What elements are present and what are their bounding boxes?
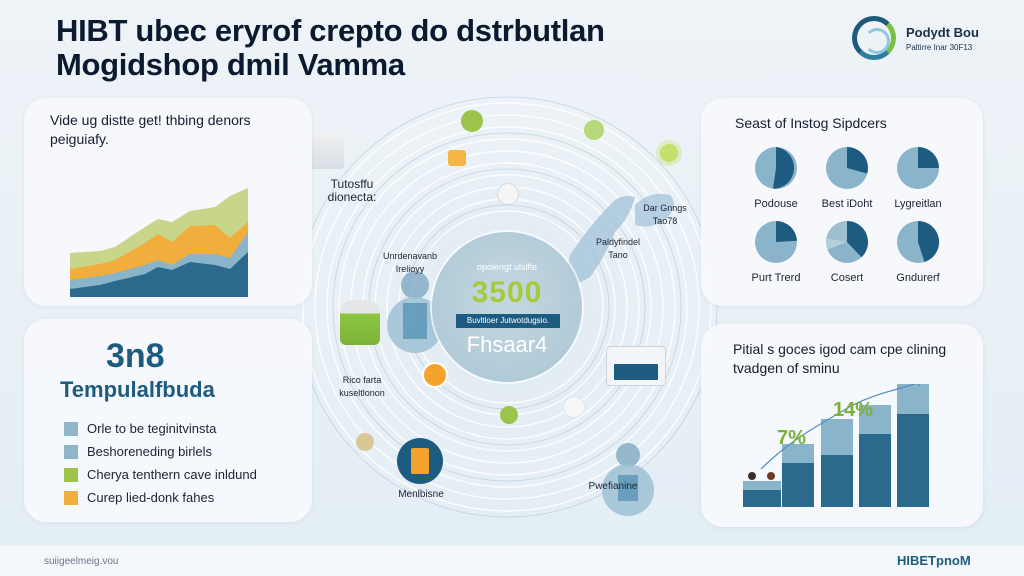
big-label: Tempulalfbuda [60, 377, 215, 402]
pie-chart [826, 221, 869, 263]
legend-item: Curep lied-donk fahes [64, 486, 257, 509]
legend-label: Curep lied-donk fahes [87, 490, 215, 505]
pie-chart [755, 220, 797, 263]
brand-tagline: Paltirre Inar 30F13 [906, 42, 973, 52]
pie-label: Podouse [754, 198, 798, 210]
node-badge-icon [584, 120, 604, 140]
node-orange-circle-icon [422, 362, 448, 388]
node-green-icon [461, 110, 483, 132]
pie-label: Gndurerf [896, 272, 940, 284]
area-layer-darkblue [70, 252, 248, 297]
node-pot-plant-icon [340, 300, 380, 345]
scene-label-top-left: Tutosffu dionecta: [327, 177, 377, 204]
legend-card: 3n8 Tempulalfbuda Orle to be teginitvins… [24, 319, 312, 522]
pie-item: Podouse [741, 146, 811, 210]
title-line-2: Mogidshop dmil Vamma [56, 47, 405, 82]
node-small-avatar-icon [563, 396, 585, 418]
hub-caption: opolengt ulslfle [476, 262, 538, 272]
pie-grid: Podouse Best iDoht Lygreitlan Purt Trerd [741, 146, 953, 284]
pie-label: Best iDoht [821, 198, 873, 210]
brand-ring-icon [852, 16, 896, 60]
hub-band: Buvltloer Jutwotdugsio. [456, 314, 560, 328]
pie-item: Cosert [812, 220, 882, 284]
footer-brand: HIBETpnoM [897, 553, 971, 568]
scene-label-mid-left: Unrdenavanb Irelioyy [382, 251, 438, 274]
page-title: HIBT ubec eryrof crepto do dstrbutlan Mo… [56, 14, 605, 82]
hub-word: Fhsaar4 [466, 332, 548, 357]
legend-list: Orle to be teginitvinsta Beshoreneding b… [64, 417, 257, 509]
stacked-bar-chart: 7% 14% [743, 384, 929, 507]
hub-number: 3500 [471, 276, 543, 309]
footer: suiigeelmeig.vou HIBETpnoM [0, 546, 1024, 576]
legend-swatch-icon [64, 467, 78, 482]
sun-icon [660, 144, 678, 162]
pie-item: Gndurerf [883, 220, 953, 284]
scene-label-mid-right: Paldyfindel Tano [595, 237, 641, 260]
node-orange-icon [448, 150, 466, 166]
central-hub: opolengt ulslfle 3500 Buvltloer Jutwotdu… [432, 232, 582, 382]
pie-chart [755, 147, 797, 189]
pie-charts-card: Seast of Instog Sipdcers Podouse Best iD… [701, 98, 983, 306]
brand-logo[interactable]: Podydt Bou Paltirre Inar 30F13 [852, 16, 979, 60]
node-coin-icon [356, 433, 374, 451]
scene-label-top-right: Dar Gnngs Tao78 [643, 203, 687, 226]
node-green-left-icon [500, 406, 518, 424]
legend-item: Cherya tenthern cave inldund [64, 463, 257, 486]
big-number: 3n8 [106, 337, 165, 375]
pie-label: Lygreitlan [894, 198, 942, 210]
brand-name: Podydt Bou [906, 24, 979, 40]
scene-label-bottom-mid: Menlbisne [398, 489, 444, 500]
legend-swatch-icon [64, 490, 78, 505]
node-orange-doc-icon [411, 448, 429, 474]
pie-label: Cosert [830, 272, 864, 284]
legend-label: Beshoreneding birlels [87, 444, 213, 459]
pie-item: Lygreitlan [883, 146, 953, 210]
scene-label-bottom-left: Rico farta kuseltlonon [339, 375, 385, 398]
annotation-14pct: 14% [833, 399, 873, 421]
node-avatar-icon [497, 183, 519, 205]
legend-item: Beshoreneding birlels [64, 440, 257, 463]
bar-chart-card: Pitial s goces igod cam cpe clining tvad… [701, 324, 983, 527]
footer-link[interactable]: suiigeelmeig.vou [44, 556, 119, 567]
pie-item: Best iDoht [812, 146, 882, 210]
pie-card-title: Seast of Instog Sipdcers [735, 115, 887, 131]
pie-chart [897, 147, 939, 189]
pie-item: Purt Trerd [741, 220, 811, 284]
area-chart-title: Vide ug distte get! thbing denors peigui… [50, 112, 251, 147]
legend-label: Orle to be teginitvinsta [87, 421, 217, 436]
pie-chart [826, 147, 868, 189]
pie-chart [897, 220, 940, 263]
legend-label: Cherya tenthern cave inldund [87, 467, 257, 482]
stacked-area-chart [70, 188, 248, 297]
legend-swatch-icon [64, 444, 78, 459]
pie-label: Purt Trerd [751, 272, 801, 284]
bar-card-title: Pitial s goces igod cam cpe clining tvad… [733, 341, 947, 376]
title-line-1: HIBT ubec eryrof crepto do dstrbutlan [56, 13, 605, 48]
laptop-screen-icon [614, 364, 658, 380]
legend-swatch-icon [64, 421, 78, 436]
scene-label-bottom-right: Pwefianine [588, 481, 638, 492]
legend-item: Orle to be teginitvinsta [64, 417, 257, 440]
annotation-7pct: 7% [777, 427, 806, 449]
area-chart-card: Vide ug distte get! thbing denors peigui… [24, 98, 312, 306]
